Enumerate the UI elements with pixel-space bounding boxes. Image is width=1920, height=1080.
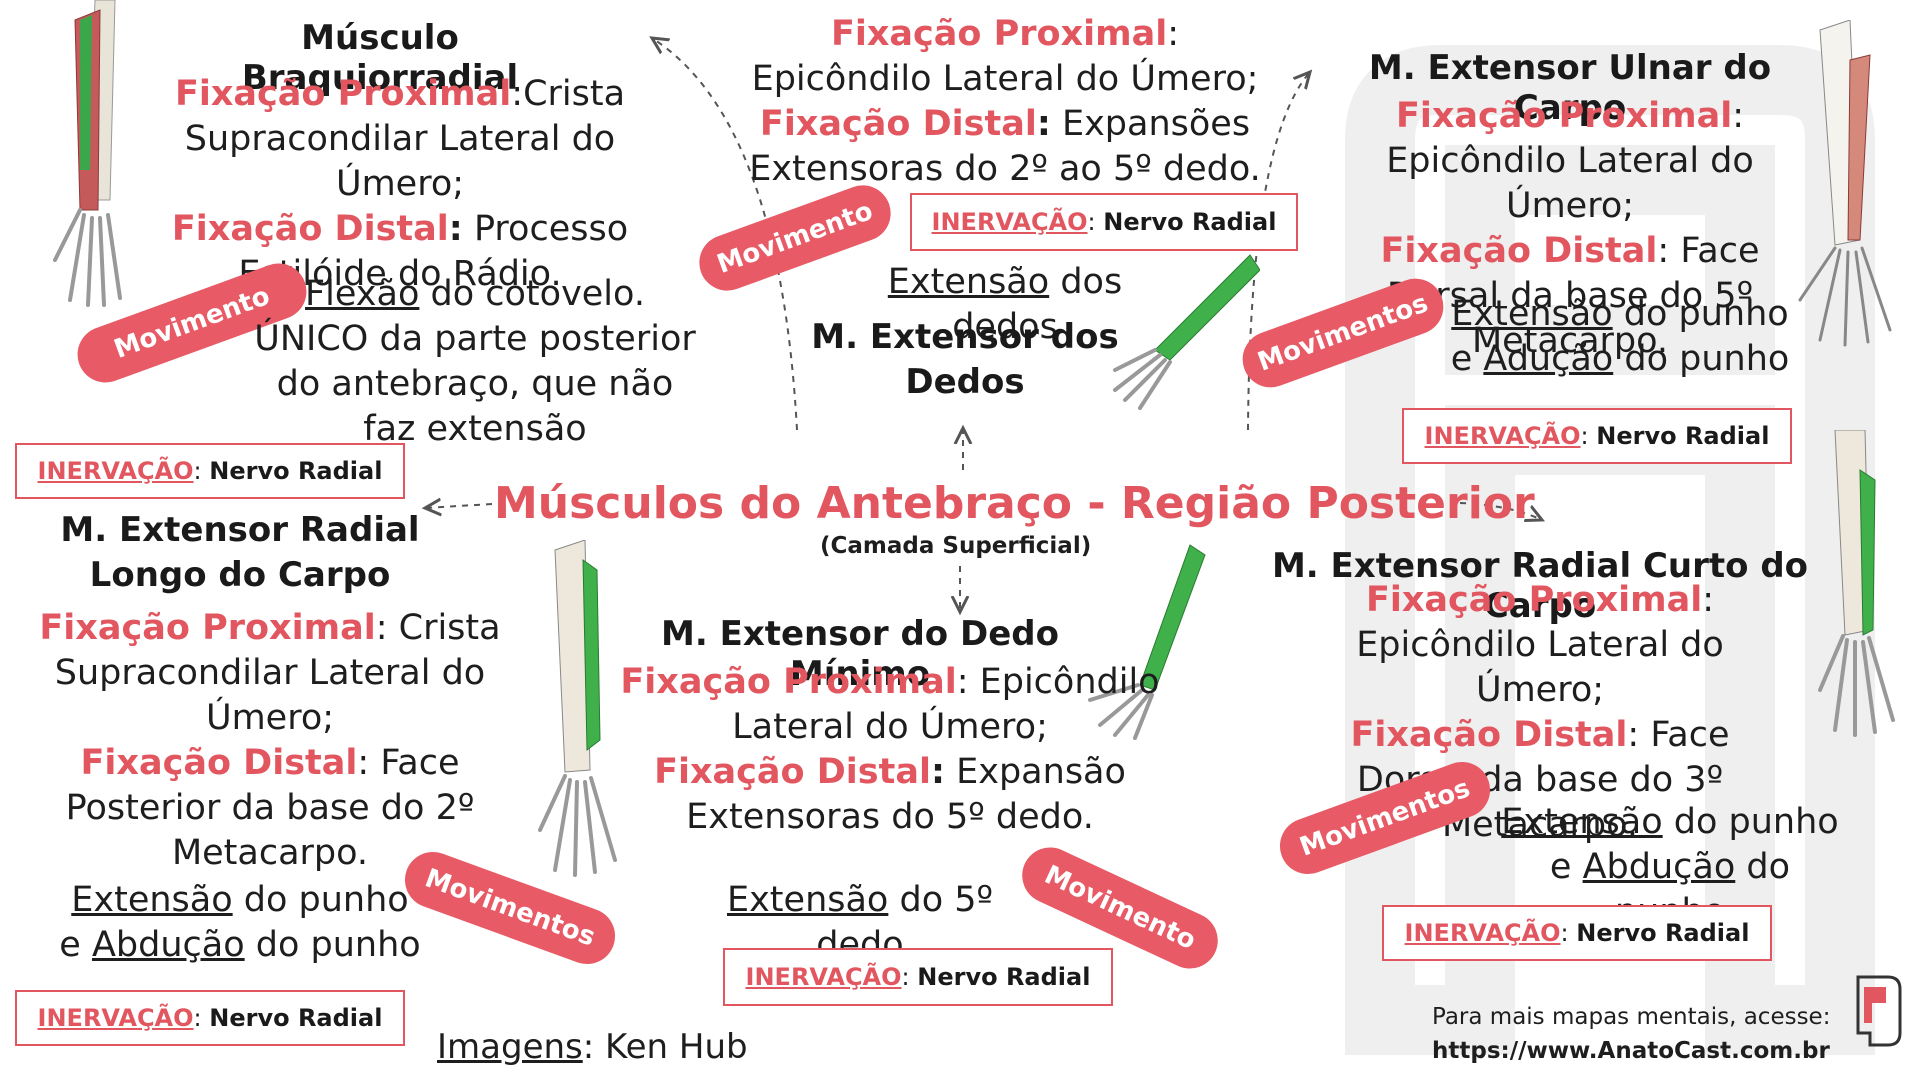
extensor-radial-longo-movement: Extensão do punho e Abdução do punho — [59, 880, 421, 965]
innervation-box: INERVAÇÃO: Nervo Radial — [723, 948, 1113, 1006]
forearm-illustration — [538, 540, 617, 877]
extensor-radial-curto-title: M. Extensor Radial Curto do Carpo — [1271, 546, 1809, 626]
extensor-dedo-minimo-movement: Extensão do 5º dedo — [726, 880, 994, 965]
forearm-illustration — [1088, 544, 1206, 740]
forearm-illustration — [1798, 20, 1892, 347]
forearm-illustration — [1113, 254, 1260, 410]
extensor-dedos-title: M. Extensor dos Dedos — [811, 317, 1119, 402]
extensor-ulnar-title: M. Extensor Ulnar do Carpo — [1368, 48, 1772, 128]
innervation-box: INERVAÇÃO: Nervo Radial — [15, 990, 405, 1046]
extensor-dedo-minimo-attachments: Fixação Proximal: Epicôndilo Lateral do … — [620, 662, 1160, 837]
main-subtitle: (Camada Superficial) — [820, 533, 1092, 559]
website-note: Para mais mapas mentais, acesse: https:/… — [1432, 1000, 1830, 1068]
braquiorradial-title: Músculo Braquiorradial — [241, 18, 519, 98]
braquiorradial-movement: Flexão do cotovelo. ÚNICO da parte poste… — [254, 274, 696, 449]
extensor-dedos-movement: Extensão dos dedos — [887, 262, 1123, 347]
innervation-box: INERVAÇÃO: Nervo Radial — [1402, 408, 1792, 464]
image-credit: Imagens: Ken Hub — [437, 1027, 748, 1067]
extensor-radial-longo-attachments: Fixação Proximal: Crista Supracondilar L… — [39, 608, 501, 873]
extensor-dedos-attachments: Fixação Proximal: Epicôndilo Lateral do … — [749, 14, 1261, 189]
website-label: Para mais mapas mentais, acesse: — [1432, 1004, 1831, 1030]
extensor-ulnar-attachments: Fixação Proximal: Epicôndilo Lateral do … — [1380, 96, 1760, 361]
website-link[interactable]: https://www.AnatoCast.com.br — [1432, 1038, 1830, 1064]
innervation-box: INERVAÇÃO: Nervo Radial — [15, 443, 405, 499]
extensor-dedo-minimo-title: M. Extensor do Dedo Mínimo — [661, 614, 1059, 694]
main-title: Músculos do Antebraço - Região Posterior — [494, 478, 1535, 529]
forearm-illustration — [53, 0, 122, 307]
extensor-radial-curto-movement: Extensão do punho e Abdução do punho — [1501, 802, 1839, 932]
forearm-illustration — [1818, 430, 1895, 737]
extensor-radial-longo-title: M. Extensor Radial Longo do Carpo — [60, 510, 420, 595]
anatocast-logo-icon — [1856, 975, 1902, 1047]
innervation-box: INERVAÇÃO: Nervo Radial — [910, 193, 1298, 251]
braquiorradial-attachments: Fixação Proximal:Crista Supracondilar La… — [171, 74, 629, 294]
extensor-ulnar-movement: Extensão do punho e Adução do punho — [1450, 294, 1790, 379]
innervation-box: INERVAÇÃO: Nervo Radial — [1382, 905, 1772, 961]
